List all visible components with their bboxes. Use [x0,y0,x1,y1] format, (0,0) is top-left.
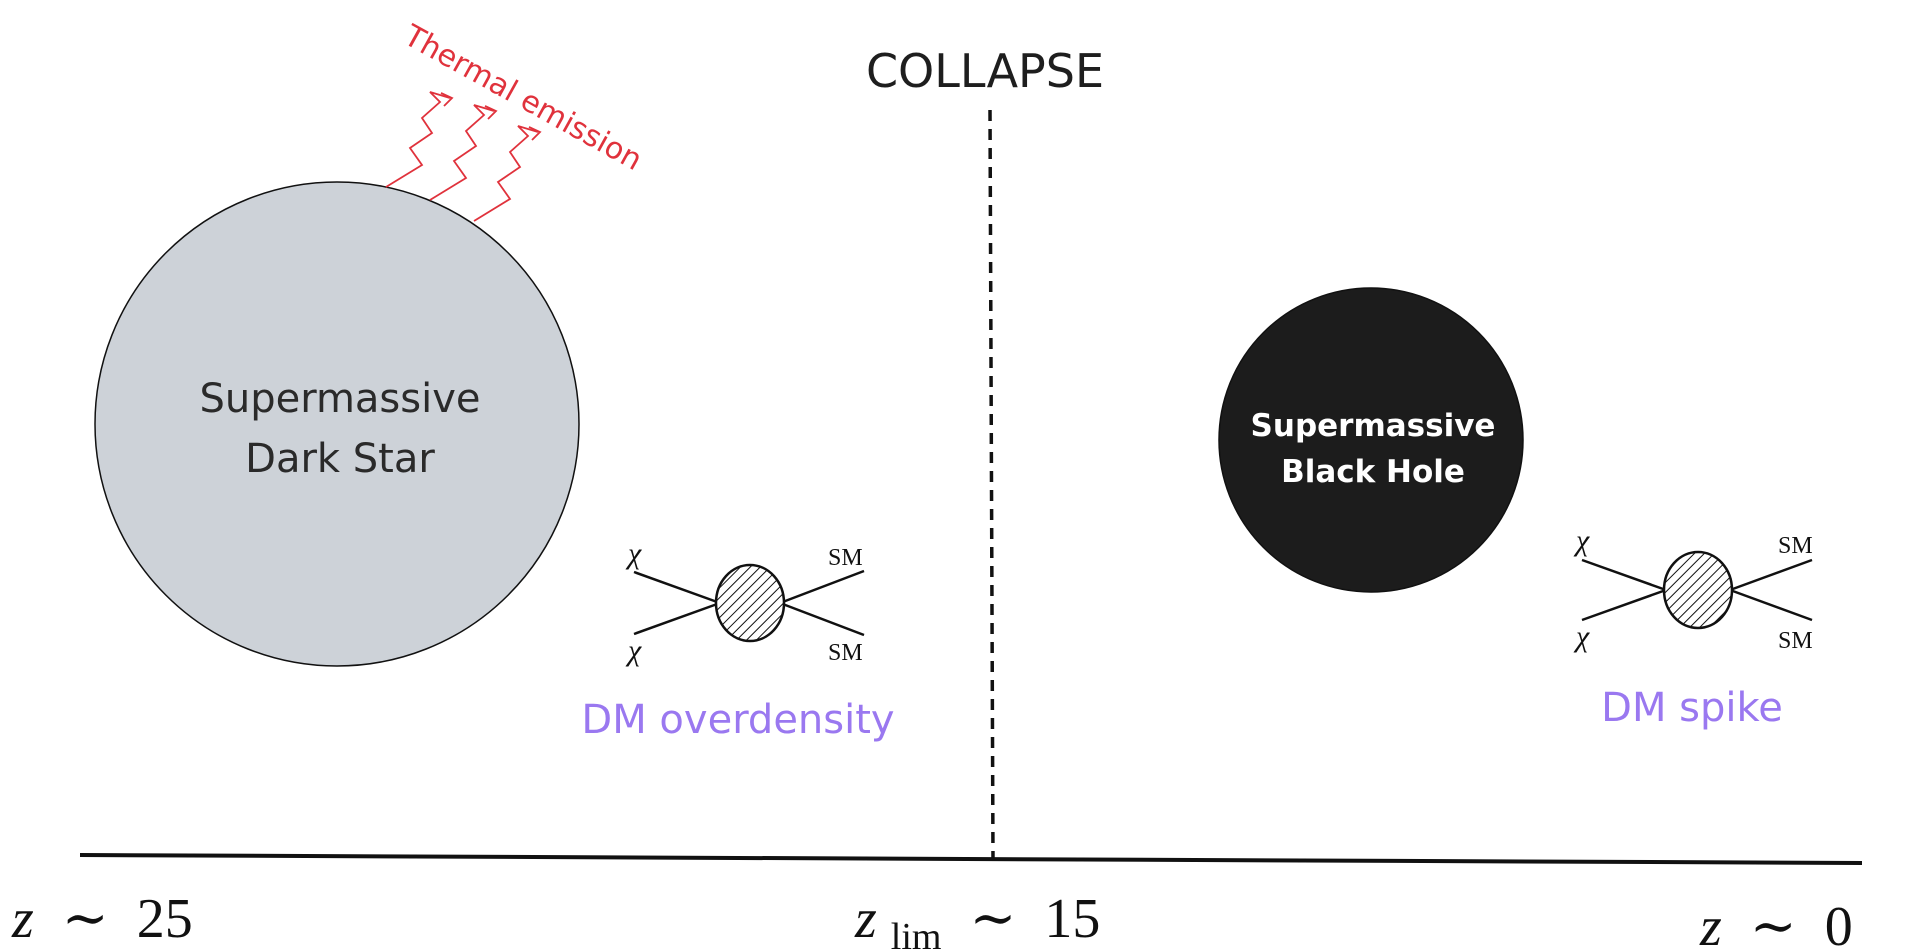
redshift-value: 15 [1044,888,1100,950]
feynman-line [633,570,721,605]
dark-star-label-line2: Dark Star [245,436,435,482]
black-hole-label-line2: Black Hole [1281,454,1465,490]
emission-arrow [385,91,451,188]
chi-label-bottom: χ [625,634,642,667]
sm-label-top: SM [1778,533,1813,559]
redshift-variable: z [1699,896,1722,951]
annihilation-blob [1662,550,1734,630]
annihilation-blob [714,563,786,643]
emission-arrow-head [440,92,454,107]
thermal-emission-arrows [385,91,542,222]
timeline-label-collapse: z lim ∼ 15 [854,888,1100,951]
approx-symbol: ∼ [969,888,1016,950]
redshift-value: 25 [137,888,193,950]
black-hole: Supermassive Black Hole [1218,287,1524,593]
sm-label-bottom: SM [828,640,863,666]
feynman-line [1729,588,1813,622]
timeline-label-end: z ∼ 0 [1699,896,1853,951]
redshift-variable: z [854,888,877,950]
timeline-label-start: z ∼ 25 [11,888,193,950]
timeline-axis [79,853,1863,865]
approx-symbol: ∼ [62,888,109,950]
right-annihilation-diagram: χ χ SM SM [1573,524,1813,654]
emission-arrow-head [528,126,542,141]
feynman-line [1581,558,1667,592]
left-annihilation-diagram: χ χ SM SM [625,537,865,667]
black-hole-circle [1218,287,1524,593]
feynman-line [1581,588,1667,622]
dark-star-label-line1: Supermassive [199,376,480,422]
redshift-subscript: lim [891,916,942,951]
emission-arrow [429,104,495,201]
dark-star: Supermassive Dark Star [94,181,580,667]
sm-label-bottom: SM [1778,628,1813,654]
emission-arrow-head [484,105,498,120]
black-hole-label-line1: Supermassive [1251,408,1496,444]
feynman-line [1729,558,1813,592]
redshift-value: 0 [1825,896,1853,951]
dark-star-circle [94,181,580,667]
chi-label-top: χ [1573,524,1590,557]
approx-symbol: ∼ [1750,896,1797,951]
collapse-label: COLLAPSE [866,44,1104,98]
dm-spike-caption: DM spike [1601,685,1783,731]
feynman-line [633,601,721,636]
feynman-line [779,569,865,605]
collapse-divider [988,109,995,861]
feynman-line [779,601,865,637]
sm-label-top: SM [828,545,863,571]
chi-label-bottom: χ [1573,620,1590,653]
emission-arrow [473,125,539,222]
chi-label-top: χ [625,537,642,570]
dm-overdensity-caption: DM overdensity [581,697,894,743]
redshift-variable: z [11,888,34,950]
